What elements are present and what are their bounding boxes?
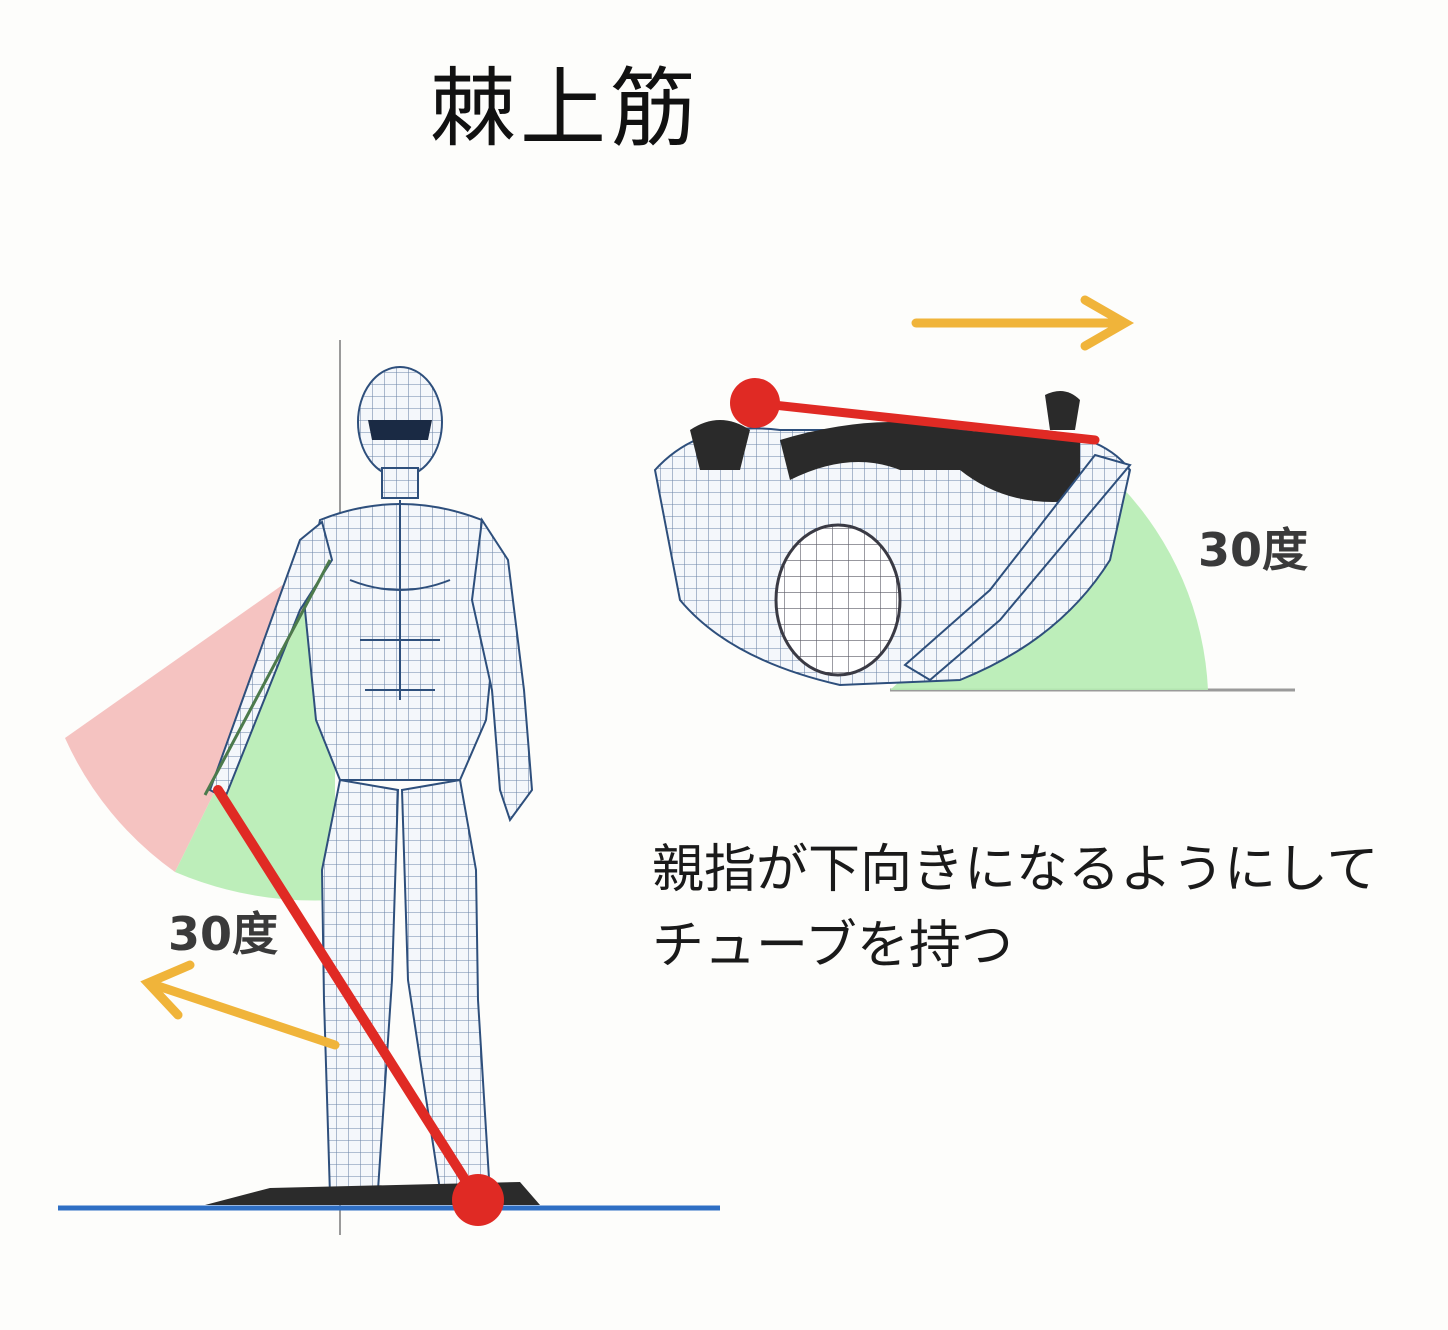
front-angle-label: 30度 bbox=[168, 907, 278, 961]
instruction-text: 親指が下向きになるようにして チューブを持つ bbox=[652, 832, 1378, 984]
top-anchor-point bbox=[730, 378, 780, 428]
instruction-line-1: 親指が下向きになるようにして bbox=[652, 840, 1379, 900]
top-direction-arrow bbox=[911, 295, 1135, 351]
standing-figure bbox=[208, 366, 534, 1197]
top-force-line bbox=[750, 398, 1100, 445]
top-down-figure bbox=[653, 391, 1132, 687]
front-view: 30度 bbox=[58, 340, 720, 1235]
top-angle-label: 30度 bbox=[1198, 523, 1308, 577]
page-title: 棘上筋 bbox=[430, 59, 700, 159]
top-view: 30度 bbox=[653, 295, 1308, 692]
front-anchor-point bbox=[452, 1174, 504, 1226]
front-direction-arrow bbox=[140, 960, 340, 1050]
resistance-tube bbox=[203, 559, 332, 796]
top-head bbox=[774, 523, 902, 677]
front-force-line bbox=[213, 785, 483, 1205]
instruction-line-2: チューブを持つ bbox=[652, 916, 1013, 976]
